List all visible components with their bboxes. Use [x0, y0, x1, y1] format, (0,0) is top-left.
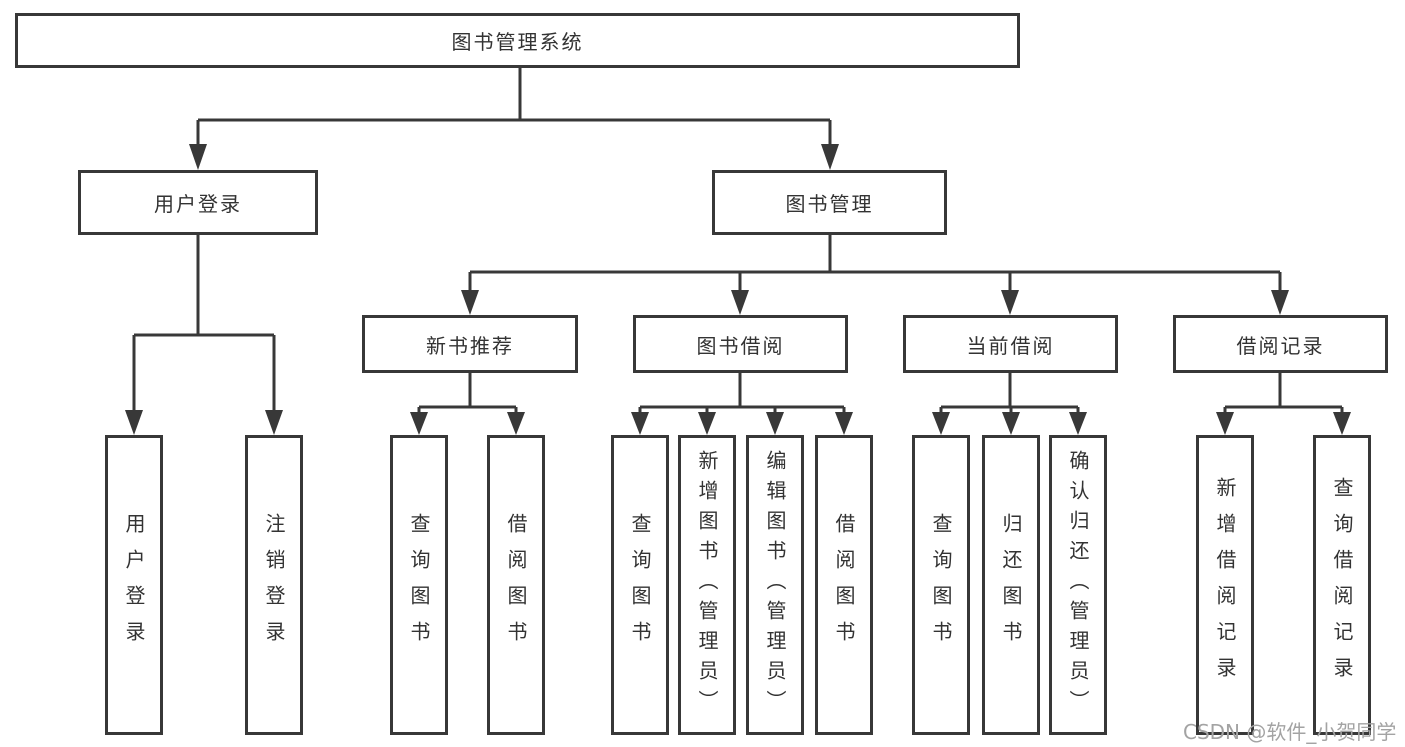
leaf-confirm-return-admin: 确认归还（管理员）	[1049, 435, 1107, 735]
connector-records-branch	[1216, 373, 1351, 435]
leaf-query-book-newrec-label: 查询图书	[407, 513, 431, 657]
leaf-query-book-current: 查询图书	[912, 435, 970, 735]
leaf-confirm-return-admin-label: 确认归还（管理员）	[1066, 450, 1090, 720]
leaf-edit-book-admin: 编辑图书（管理员）	[746, 435, 804, 735]
leaf-borrow-book-borrowing-label: 借阅图书	[832, 513, 856, 657]
node-book-management-label: 图书管理	[785, 192, 874, 216]
node-book-borrowing: 图书借阅	[633, 315, 848, 373]
leaf-query-book-current-label: 查询图书	[929, 513, 953, 657]
node-root: 图书管理系统	[15, 13, 1020, 68]
leaf-query-book-newrec: 查询图书	[390, 435, 448, 735]
connector-root-to-level2	[189, 68, 839, 170]
leaf-edit-book-admin-label: 编辑图书（管理员）	[763, 450, 787, 720]
leaf-query-borrow-record-label: 查询借阅记录	[1330, 477, 1354, 693]
leaf-borrow-book-newrec-label: 借阅图书	[504, 513, 528, 657]
leaf-user-login: 用户登录	[105, 435, 163, 735]
leaf-logout-label: 注销登录	[262, 513, 286, 657]
leaf-return-book-label: 归还图书	[999, 513, 1023, 657]
node-new-book-recommend-label: 新书推荐	[426, 333, 514, 358]
leaf-user-login-label: 用户登录	[122, 513, 146, 657]
leaf-borrow-book-newrec: 借阅图书	[487, 435, 545, 735]
connector-current-branch	[932, 373, 1087, 435]
connector-new-rec-branch	[410, 373, 525, 435]
leaf-query-book-borrowing: 查询图书	[611, 435, 669, 735]
leaf-add-borrow-record-label: 新增借阅记录	[1213, 477, 1237, 693]
node-book-management: 图书管理	[712, 170, 947, 235]
leaf-add-borrow-record: 新增借阅记录	[1196, 435, 1254, 735]
leaf-borrow-book-borrowing: 借阅图书	[815, 435, 873, 735]
connector-book-mgmt-to-level3	[461, 235, 1289, 315]
csdn-watermark: CSDN @软件_小贺同学	[1183, 720, 1397, 744]
leaf-logout: 注销登录	[245, 435, 303, 735]
node-new-book-recommend: 新书推荐	[362, 315, 578, 373]
node-book-borrowing-label: 图书借阅	[696, 333, 785, 358]
node-user-login-label: 用户登录	[154, 192, 242, 216]
leaf-query-book-borrowing-label: 查询图书	[628, 513, 652, 657]
leaf-add-book-admin: 新增图书（管理员）	[678, 435, 736, 735]
connector-user-login-branch	[125, 235, 283, 435]
leaf-add-book-admin-label: 新增图书（管理员）	[695, 450, 719, 720]
node-root-label: 图书管理系统	[451, 30, 584, 54]
leaf-query-borrow-record: 查询借阅记录	[1313, 435, 1371, 735]
connector-borrowing-branch	[631, 373, 853, 435]
node-current-borrowing: 当前借阅	[903, 315, 1118, 373]
node-user-login: 用户登录	[78, 170, 318, 235]
leaf-return-book: 归还图书	[982, 435, 1040, 735]
node-borrow-records-label: 借阅记录	[1236, 333, 1325, 358]
node-borrow-records: 借阅记录	[1173, 315, 1388, 373]
node-current-borrowing-label: 当前借阅	[966, 333, 1055, 358]
